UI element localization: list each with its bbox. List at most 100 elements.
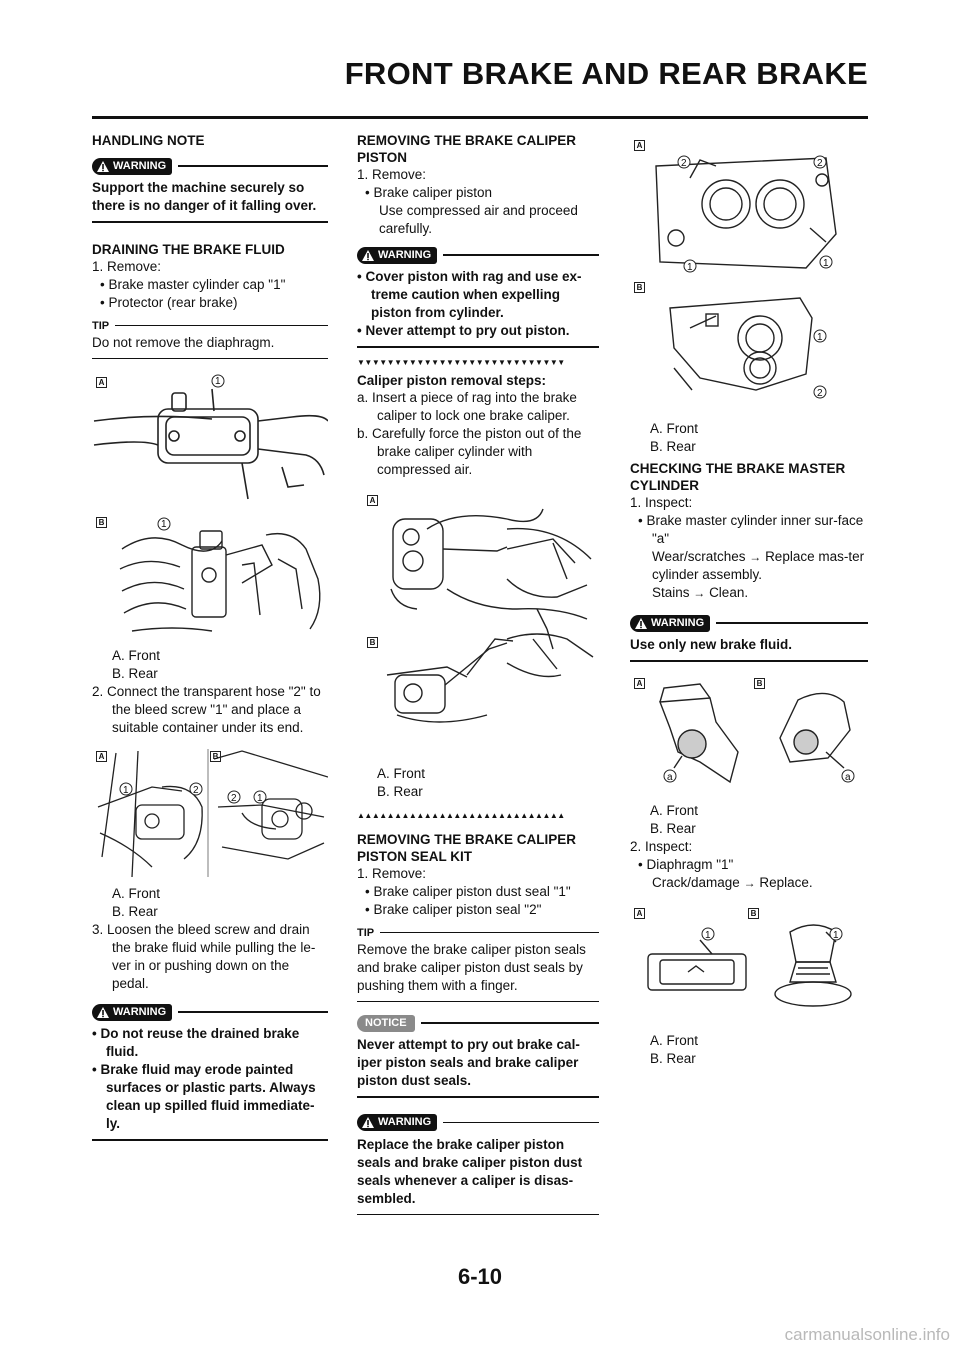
warning-badge: WARNING: [92, 1003, 173, 1021]
tip-text: Do not remove the diaphragm.: [92, 334, 275, 350]
master-cylinder-drawing: [93, 374, 329, 632]
callout-1: 1: [833, 929, 839, 941]
page-number: 6-10: [457, 1264, 503, 1289]
warning-bullet-2: • Brake fluid may erode painted surfaces…: [92, 1062, 316, 1131]
notice-box: NOTICE Never attempt to pry out brake ca…: [357, 1014, 599, 1098]
drain-step-1: 1. Remove:: [92, 258, 162, 274]
stains-line: Stains → Clean.: [652, 585, 749, 600]
callout-a: a: [667, 771, 673, 783]
step-b: b. Carefully force the piston out of the…: [357, 425, 582, 477]
callout-1: 1: [161, 519, 167, 530]
legend-rear: B. Rear: [377, 783, 423, 799]
bleed-hose-drawing: [97, 749, 329, 878]
drain-bullet-2: • Protector (rear brake): [100, 294, 238, 310]
seal-step-1: 1. Remove:: [357, 865, 427, 881]
legend-rear: B. Rear: [650, 1050, 696, 1066]
warning-bullet-1: • Do not reuse the drained brake fluid.: [92, 1026, 300, 1059]
steps-start-marker: ▼▼▼▼▼▼▼▼▼▼▼▼▼▼▼▼▼▼▼▼▼▼▼▼▼▼▼▼: [357, 357, 565, 367]
callout-1: 1: [817, 332, 823, 343]
remove-bullet-1-note: Use compressed air and proceed carefully…: [379, 203, 578, 236]
tip-text: Remove the brake caliper piston seals an…: [357, 941, 586, 993]
warning-text: Replace the brake caliper piston seals a…: [357, 1136, 583, 1206]
handling-note-heading: HANDLING NOTE: [92, 133, 205, 148]
warning-triangle-icon: [361, 1116, 375, 1129]
notice-text: Never attempt to pry out brake cal-iper …: [357, 1037, 580, 1088]
callout-2: 2: [231, 793, 237, 804]
inspect-step-1: 1. Inspect:: [630, 495, 693, 510]
legend-front: A. Front: [650, 421, 699, 436]
callout-2: 2: [817, 388, 823, 399]
warning-badge: WARNING: [630, 614, 711, 632]
arrow-icon: →: [749, 550, 762, 564]
notice-badge: NOTICE: [357, 1014, 415, 1032]
column-3: A B 2 2 1: [630, 128, 868, 1068]
callout-2: 2: [193, 785, 199, 796]
callout-1: 1: [123, 785, 129, 796]
inspect-bullet-2: • Diaphragm "1": [638, 856, 734, 872]
callout-1: 1: [823, 258, 829, 269]
figure-master-cylinder-caps: A B: [92, 369, 329, 641]
warning-text: Support the machine securely so there is…: [92, 180, 317, 213]
legend-front: A. Front: [112, 648, 161, 663]
warning-badge: WARNING: [357, 1114, 438, 1131]
seal-bullet-1: • Brake caliper piston dust seal "1": [365, 883, 571, 899]
header-rule: [92, 116, 868, 119]
warning-box-1: WARNING Support the machine securely so …: [92, 157, 328, 223]
warning-bullet-2: • Never attempt to pry out piston.: [357, 323, 570, 338]
legend-front: A. Front: [112, 886, 161, 901]
callout-1: 1: [705, 929, 711, 941]
warning-box-5: WARNING Use only new brake fluid.: [630, 614, 868, 662]
warning-box-4: WARNING Replace the brake caliper piston…: [357, 1114, 599, 1215]
figure-diaphragm: A B 1 1: [630, 902, 868, 1026]
steps-end-marker: ▲▲▲▲▲▲▲▲▲▲▲▲▲▲▲▲▲▲▲▲▲▲▲▲▲▲▲▲: [357, 810, 565, 820]
tip-header: TIP: [357, 925, 599, 941]
figure-label-b: B: [96, 517, 107, 528]
figure-label-a: A: [96, 377, 107, 388]
remove-step-1: 1. Remove:: [357, 167, 427, 182]
column-2: REMOVING THE BRAKE CALIPER PISTON 1. Rem…: [357, 128, 599, 1215]
piston-removal-drawing: [386, 508, 594, 723]
watermark: carmanualsonline.info: [784, 1325, 950, 1344]
figure-label-a: A: [634, 677, 645, 689]
warning-box-2: WARNING • Do not reuse the drained brake…: [92, 1003, 328, 1141]
figure-piston-removal: A B: [357, 489, 599, 759]
drain-step-2: 2. Connect the transparent hose "2" to t…: [92, 684, 321, 735]
warning-triangle-icon: [361, 249, 375, 262]
tip-header: TIP: [92, 318, 328, 334]
diaphragm-drawing: [647, 923, 852, 1007]
figure-caliper-seals: A B 2 2 1: [630, 138, 868, 414]
figure-label-b: B: [634, 282, 645, 293]
wear-line: Wear/scratches → Replace mas-ter cylinde…: [652, 549, 865, 582]
figure-master-inner-surface: A B a a: [630, 672, 868, 796]
drain-bullet-1: • Brake master cylinder cap "1": [100, 276, 286, 292]
caliper-seals-drawing: [655, 155, 837, 399]
callout-1: 1: [687, 262, 693, 273]
warning-triangle-icon: [634, 617, 648, 630]
drain-heading: DRAINING THE BRAKE FLUID: [92, 241, 285, 257]
drain-step-3: 3. Loosen the bleed screw and drain the …: [92, 922, 316, 991]
warning-bullet-1: • Cover piston with rag and use ex-treme…: [357, 269, 582, 320]
master-inner-drawing: [659, 682, 855, 783]
callout-a: a: [845, 771, 851, 783]
warning-triangle-icon: [96, 160, 110, 173]
figure-label-b: B: [210, 751, 221, 762]
arrow-icon: →: [743, 875, 756, 890]
figure-label-a: A: [367, 494, 378, 506]
callout-2: 2: [817, 158, 823, 169]
legend-rear: B. Rear: [112, 666, 158, 681]
callout-1: 1: [215, 376, 221, 387]
warning-box-3: WARNING • Cover piston with rag and use …: [357, 246, 599, 348]
warning-text: Use only new brake fluid.: [630, 637, 793, 652]
figure-label-a: A: [96, 751, 107, 762]
column-1: HANDLING NOTE WARNING Support the machin…: [92, 128, 329, 1141]
warning-triangle-icon: [96, 1006, 110, 1019]
figure-bleed-hose: A B 1 2 2 1: [92, 747, 329, 879]
seal-kit-heading: REMOVING THE BRAKE CALIPER PISTON SEAL K…: [357, 831, 577, 864]
steps-heading: Caliper piston removal steps:: [357, 372, 547, 388]
arrow-icon: →: [693, 586, 706, 600]
callout-2: 2: [681, 158, 687, 169]
legend-front: A. Front: [650, 1032, 699, 1048]
remove-piston-heading: REMOVING THE BRAKE CALIPER PISTON: [357, 133, 577, 165]
figure-label-b: B: [754, 677, 765, 689]
seal-bullet-2: • Brake caliper piston seal "2": [365, 901, 542, 917]
